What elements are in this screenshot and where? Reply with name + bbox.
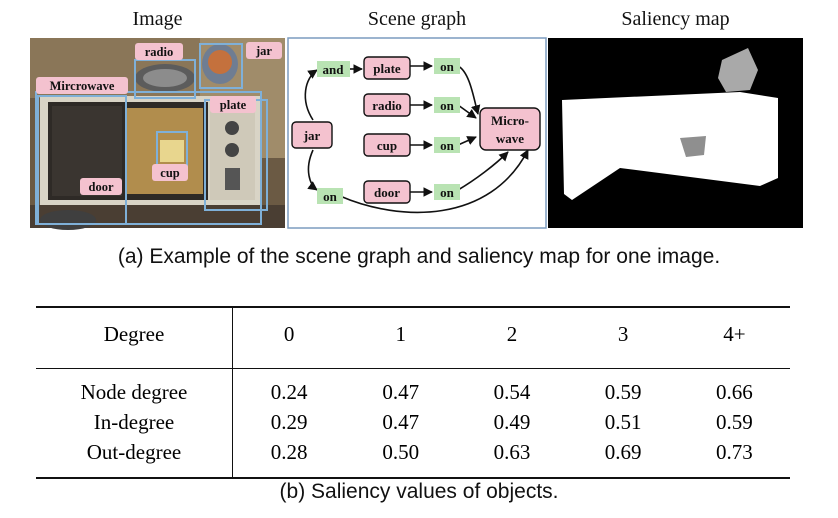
table-cell: 0.47 xyxy=(382,379,420,404)
graph-node-microwave-line1: Micro- xyxy=(491,113,529,128)
caption-a: (a) Example of the scene graph and salie… xyxy=(117,245,721,268)
table-cell: 0.24 xyxy=(270,379,308,404)
image-label-radio: radio xyxy=(145,45,173,59)
table-cell: 0.47 xyxy=(382,409,420,434)
image-label-jar: jar xyxy=(255,44,272,58)
graph-node-plate: plate xyxy=(373,61,401,76)
saliency-microwave-region xyxy=(562,92,778,200)
row-label-out-degree: Out-degree xyxy=(36,437,233,478)
table-cell: 0.63 xyxy=(493,439,531,464)
table-header-4plus: 4+ xyxy=(723,321,746,346)
table-cell: 0.69 xyxy=(604,439,642,464)
graph-node-and: and xyxy=(323,62,345,77)
graph-node-on-cup: on xyxy=(440,138,455,153)
jar-box xyxy=(199,43,243,89)
scene-graph-panel-title: Scene graph xyxy=(367,8,467,30)
table-cell: 0.54 xyxy=(493,379,531,404)
table-row: Out-degree 0.28 0.50 0.63 0.69 0.73 xyxy=(36,437,790,478)
graph-node-on-plate: on xyxy=(440,59,455,74)
graph-node-cup: cup xyxy=(377,138,397,153)
saliency-cup-region xyxy=(680,136,706,157)
table-cell: 0.49 xyxy=(493,409,531,434)
figure-panels: radio jar Mircrowave plate cup door xyxy=(30,37,803,230)
microwave-box xyxy=(35,91,262,225)
caption-b: (b) Saliency values of objects. xyxy=(279,480,559,503)
graph-node-on-radio: on xyxy=(440,98,455,113)
image-label-door: door xyxy=(89,180,114,194)
saliency-map-panel xyxy=(548,38,803,228)
saliency-jar-region xyxy=(718,48,758,92)
table-header-2: 2 xyxy=(506,321,518,346)
table-cell: 0.59 xyxy=(604,379,642,404)
table-cell: 0.51 xyxy=(604,409,642,434)
graph-edges xyxy=(304,61,529,214)
table-cell: 0.29 xyxy=(270,409,308,434)
image-label-plate: plate xyxy=(220,98,247,112)
table-cell: 0.73 xyxy=(716,439,753,464)
table-cell: 0.59 xyxy=(716,409,753,434)
graph-node-door: door xyxy=(374,185,400,200)
image-panel-title: Image xyxy=(132,8,183,30)
table-cell: 0.50 xyxy=(382,439,420,464)
table-cell: 0.66 xyxy=(716,379,753,404)
image-label-cup: cup xyxy=(160,166,180,180)
image-label-microwave: Mircrowave xyxy=(50,79,115,93)
graph-node-on-door: on xyxy=(440,185,455,200)
table-row: In-degree 0.29 0.47 0.49 0.51 0.59 xyxy=(36,407,790,437)
table-row: Node degree 0.24 0.47 0.54 0.59 0.66 xyxy=(36,368,790,407)
saliency-table: Degree 0 1 2 3 4+ Node degree 0.24 0.47 … xyxy=(36,306,790,479)
graph-node-on-jar: on xyxy=(323,189,338,204)
saliency-panel-title: Saliency map xyxy=(621,8,730,30)
scene-graph-panel: and on on on on on plate radio jar cup M… xyxy=(287,37,547,229)
table-cell: 0.28 xyxy=(270,439,308,464)
graph-node-microwave-line2: wave xyxy=(496,131,524,146)
row-label-node-degree: Node degree xyxy=(36,368,233,407)
table-header-3: 3 xyxy=(617,321,629,346)
row-label-in-degree: In-degree xyxy=(36,407,233,437)
table-header-0: 0 xyxy=(283,321,295,346)
table-header-1: 1 xyxy=(395,321,407,346)
photo-panel: radio jar Mircrowave plate cup door xyxy=(30,38,285,230)
graph-node-radio: radio xyxy=(372,98,402,113)
table-header-degree: Degree xyxy=(36,307,233,360)
graph-node-jar: jar xyxy=(303,128,321,143)
